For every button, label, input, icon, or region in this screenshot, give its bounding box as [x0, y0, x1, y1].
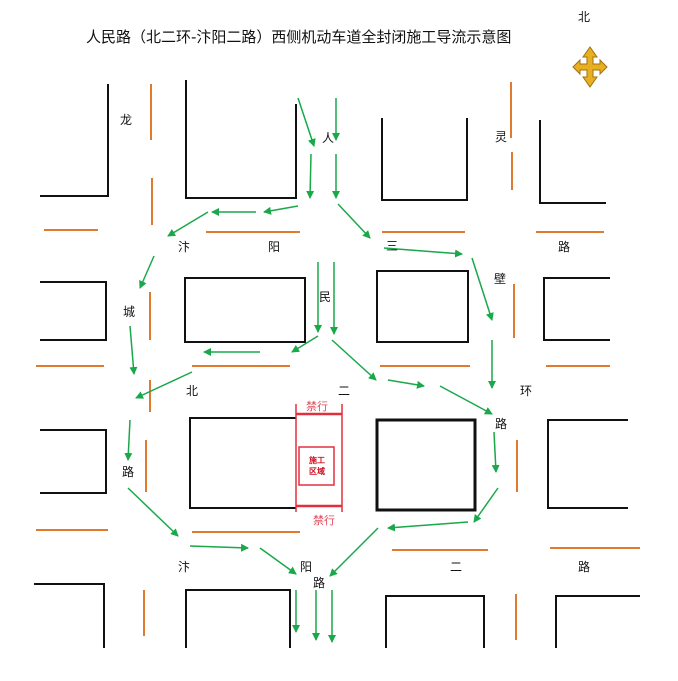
block-n2: [381, 118, 468, 201]
road-label-min: 民: [319, 290, 332, 304]
block-w3: [40, 429, 107, 494]
road-label-cheng: 城: [123, 305, 136, 319]
road-label-bi: 壁: [494, 272, 507, 286]
block-sw: [34, 583, 105, 648]
road-label-huan: 环: [520, 384, 533, 398]
block-se: [555, 595, 640, 648]
block-n1: [185, 80, 297, 199]
block-s2: [385, 595, 485, 648]
road-label-lu-ne: 路: [558, 240, 571, 254]
no-entry-label-top: 禁行: [306, 400, 328, 413]
road-label-er: 二: [338, 384, 351, 398]
road-label-lu-east: 路: [495, 417, 508, 431]
road-label-yang-south: 阳: [300, 560, 313, 574]
block-mid-right: [376, 270, 469, 343]
road-label-long: 龙: [120, 113, 133, 127]
block-mid-left: [184, 277, 306, 343]
road-label-ren: 人: [322, 131, 335, 145]
block-w2: [40, 281, 107, 341]
map-title: 人民路（北二环-汴阳二路）西侧机动车道全封闭施工导流示意图: [86, 28, 512, 46]
lane-dividers: [36, 82, 640, 640]
closure-zone: [295, 404, 343, 512]
road-label-san: 三: [386, 239, 399, 253]
no-entry-label-bottom: 禁行: [313, 514, 335, 527]
block-ne: [539, 120, 606, 204]
construction-zone-box: [298, 446, 335, 486]
road-label-bei: 北: [186, 384, 199, 398]
four-way-arrow-icon: [572, 46, 608, 88]
road-label-ling: 灵: [495, 130, 508, 144]
block-s1: [185, 589, 291, 648]
construction-zone-line2: 区域: [309, 467, 325, 476]
detour-arrows: [124, 97, 500, 643]
block-center-right: [375, 418, 477, 512]
road-label-lu-se: 路: [578, 560, 591, 574]
road-label-bian-north: 汴: [178, 240, 191, 254]
city-blocks: [34, 80, 640, 648]
road-label-lu-west: 路: [122, 465, 135, 479]
road-label-bian-south: 汴: [178, 560, 191, 574]
construction-zone-line1: 施工: [309, 456, 325, 465]
construction-zone-label: 施工 区域: [301, 455, 333, 477]
block-center-left: [189, 417, 296, 509]
road-label-yang-north: 阳: [268, 240, 281, 254]
block-e2: [543, 277, 610, 341]
road-label-er-south: 二: [450, 560, 463, 574]
road-label-lu-south: 路: [313, 576, 326, 590]
block-e3: [547, 419, 628, 509]
block-nw: [40, 84, 109, 197]
north-label: 北: [578, 10, 591, 24]
